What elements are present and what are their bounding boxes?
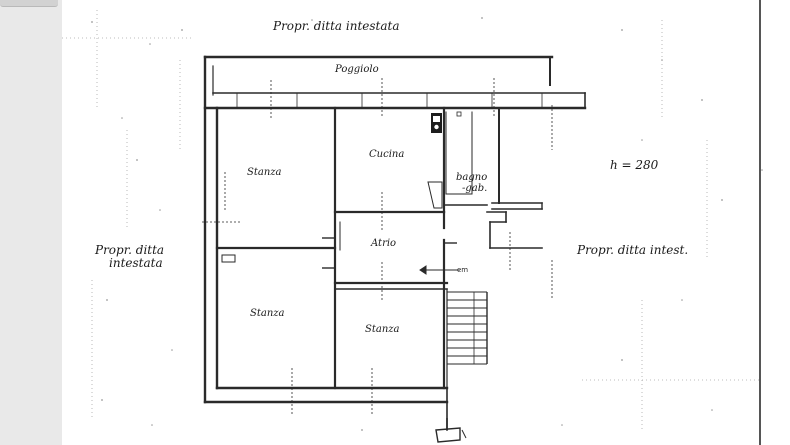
balcony-label: Poggiolo <box>335 64 379 75</box>
left-neighbor-line-1: Propr. ditta <box>95 243 165 257</box>
bedroom-bottom-right-label: Stanza <box>365 324 400 335</box>
kitchen-label: Cucina <box>369 149 405 160</box>
bathroom-label: bagno -gab. <box>456 172 488 194</box>
bedroom-bottom-left-label: Stanza <box>250 308 285 319</box>
right-neighbor-label: Propr. ditta intest. <box>577 243 689 257</box>
entry-label: Atrio <box>371 238 397 249</box>
floor-plan-sheet: em Propr. ditta intestata Poggiol <box>62 0 790 445</box>
bathroom-label-line-2: -gab. <box>462 182 488 194</box>
left-neighbor-label: Propr. ditta intestata <box>95 244 164 269</box>
floor-plan-drawing: em <box>62 0 763 445</box>
bathroom-label-line-1: bagno <box>456 172 488 183</box>
top-neighbor-label: Propr. ditta intestata <box>273 19 400 33</box>
viewer-left-strip <box>0 0 62 445</box>
viewer-tab[interactable] <box>0 0 58 7</box>
left-neighbor-line-2: intestata <box>109 255 163 270</box>
height-note: h = 280 <box>610 158 659 172</box>
svg-text:em: em <box>457 266 468 274</box>
bedroom-top-left-label: Stanza <box>247 167 282 178</box>
